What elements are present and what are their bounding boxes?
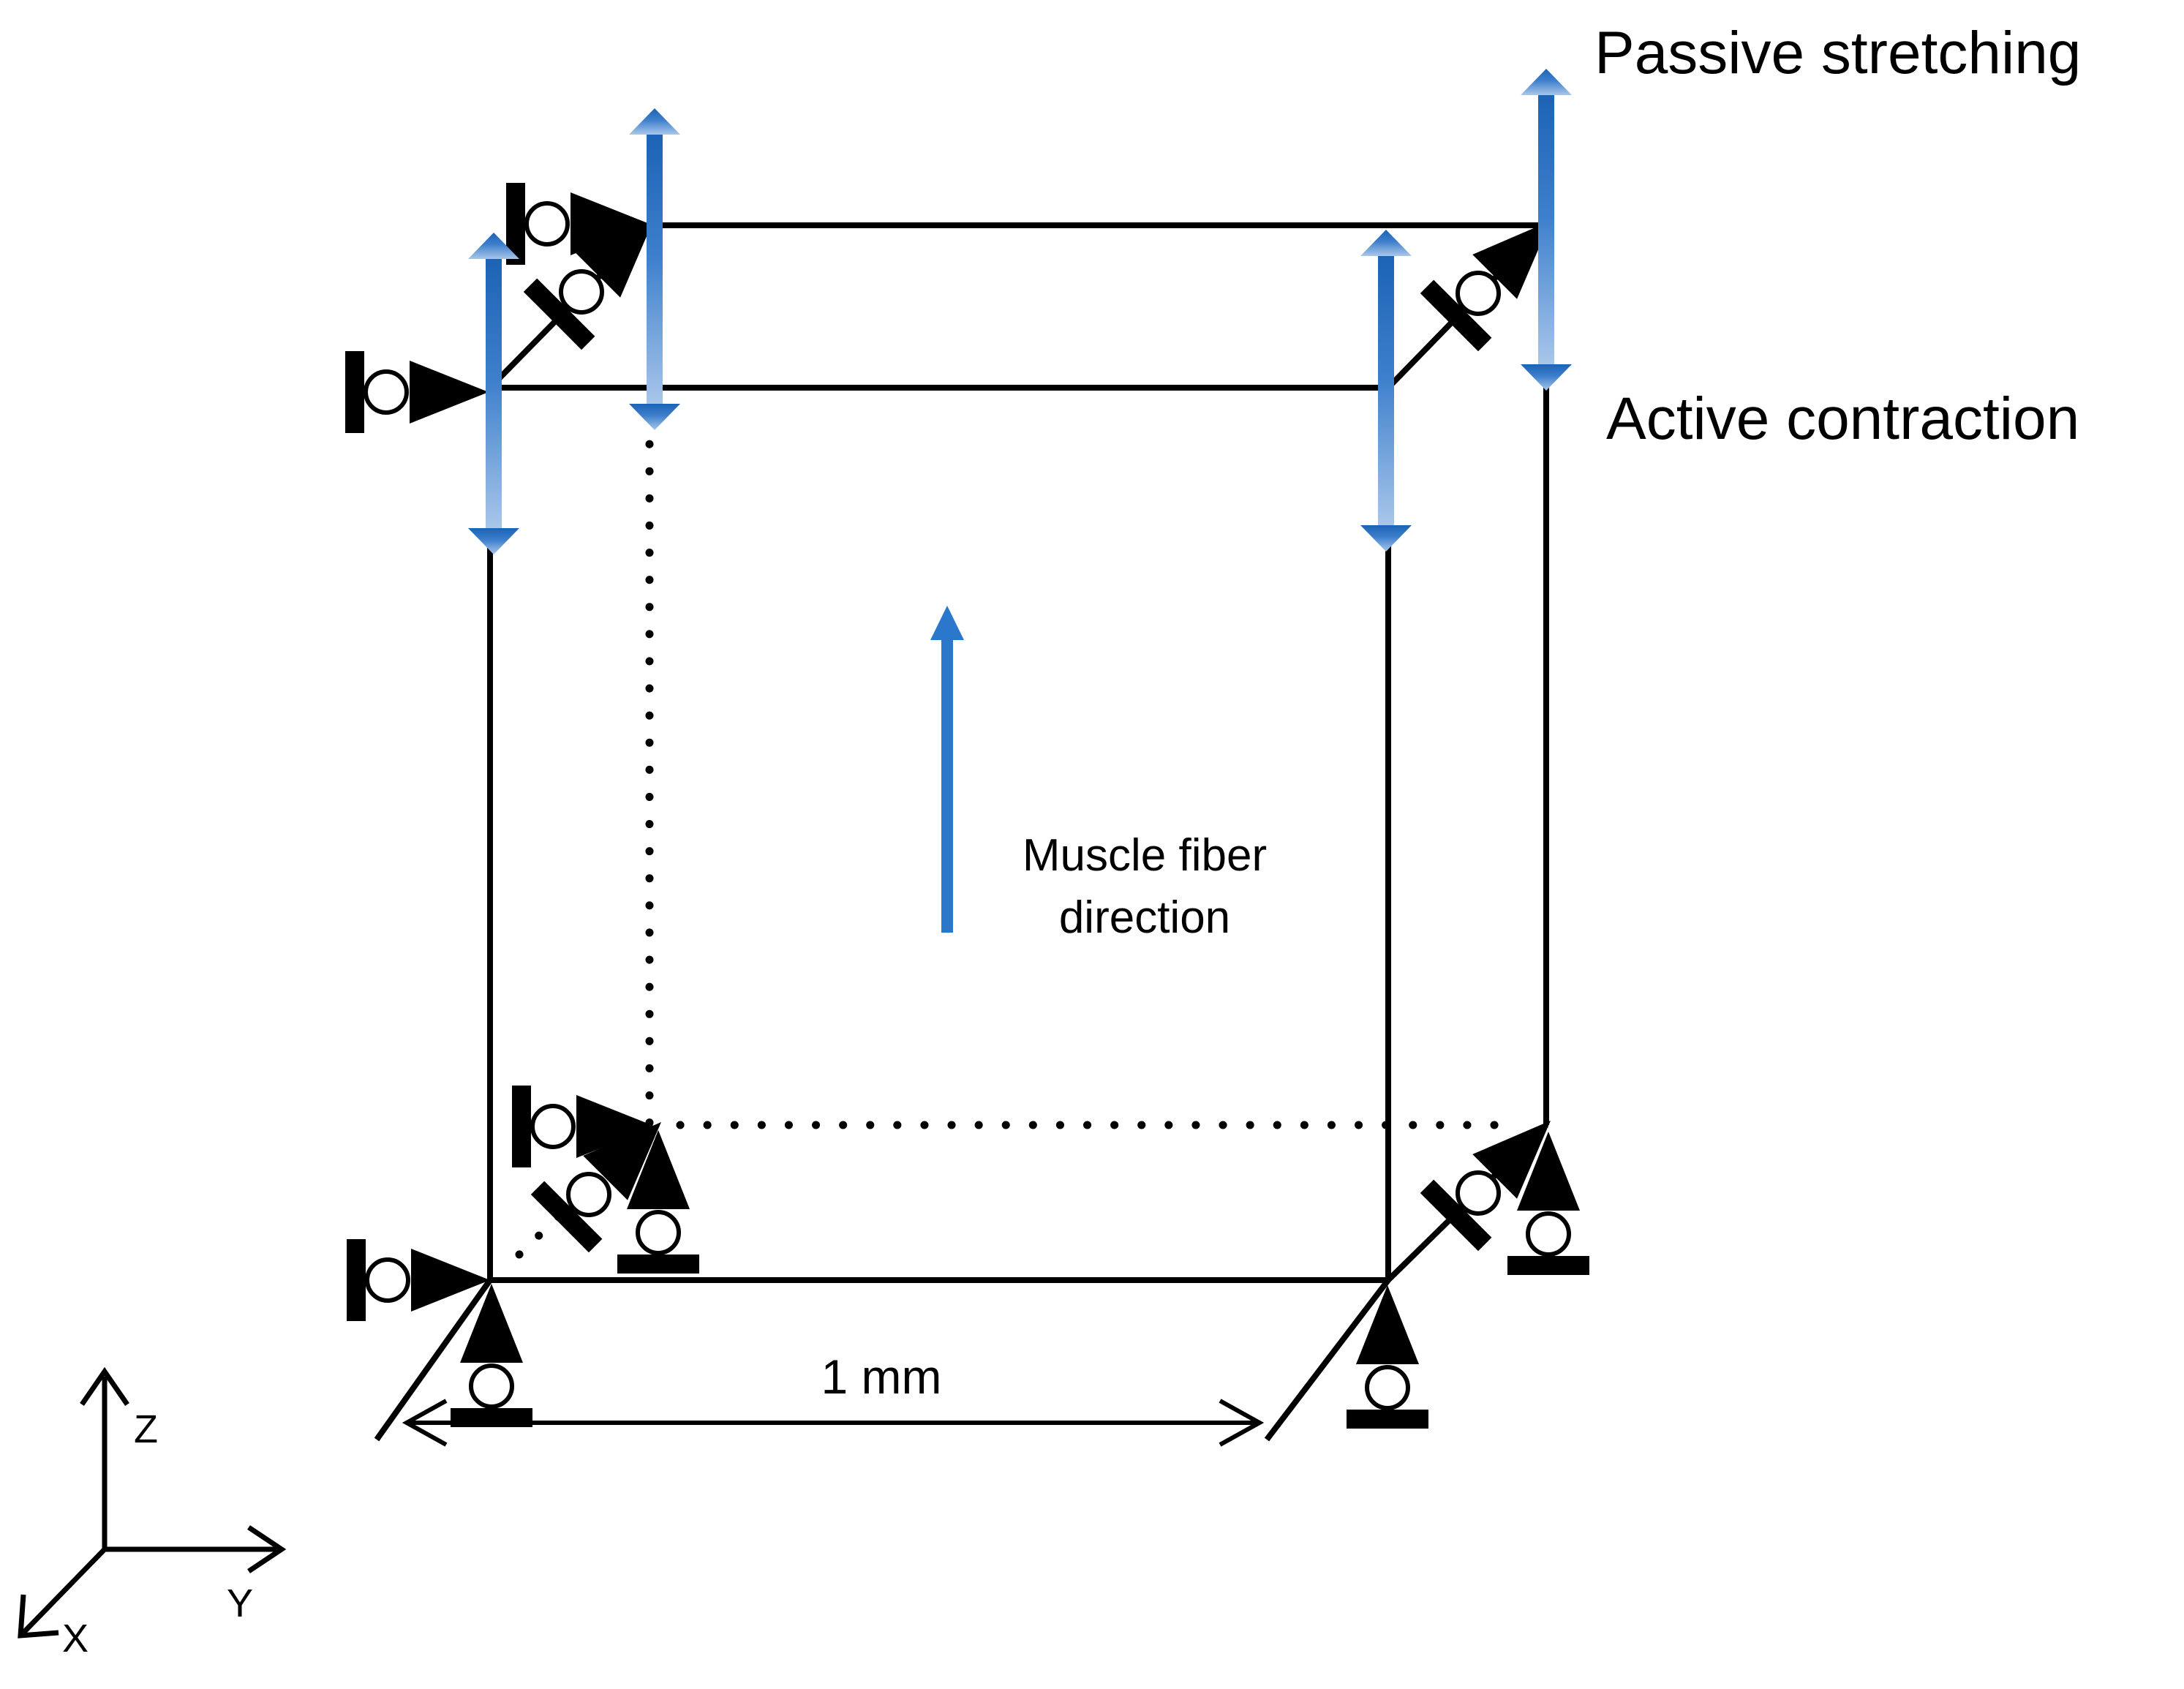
- dimension-label: 1 mm: [821, 1350, 942, 1404]
- roller-support-icon: [345, 351, 489, 433]
- double-headed-arrow-icon: [629, 108, 680, 430]
- coordinate-axes: [18, 1366, 287, 1639]
- cube-hidden-edges: [515, 413, 1526, 1259]
- fiber-direction-arrow: [930, 606, 964, 933]
- z-axis-label: Z: [134, 1407, 158, 1451]
- roller-support-icon: [451, 1284, 532, 1427]
- dimension-arrow: [402, 1399, 1265, 1447]
- x-axis-label: X: [62, 1617, 89, 1660]
- fiber-label-line2: direction: [1059, 892, 1230, 943]
- active-contraction-label: Active contraction: [1606, 385, 2079, 452]
- roller-support-icon: [1347, 1285, 1428, 1429]
- cube-depth-edges: [374, 223, 1548, 1442]
- y-axis-label: Y: [227, 1581, 253, 1625]
- load-arrows: [468, 69, 1572, 554]
- double-headed-arrow-icon: [1521, 69, 1572, 391]
- passive-stretching-label: Passive stretching: [1594, 20, 2081, 86]
- fiber-label-line1: Muscle fiber: [1023, 830, 1267, 881]
